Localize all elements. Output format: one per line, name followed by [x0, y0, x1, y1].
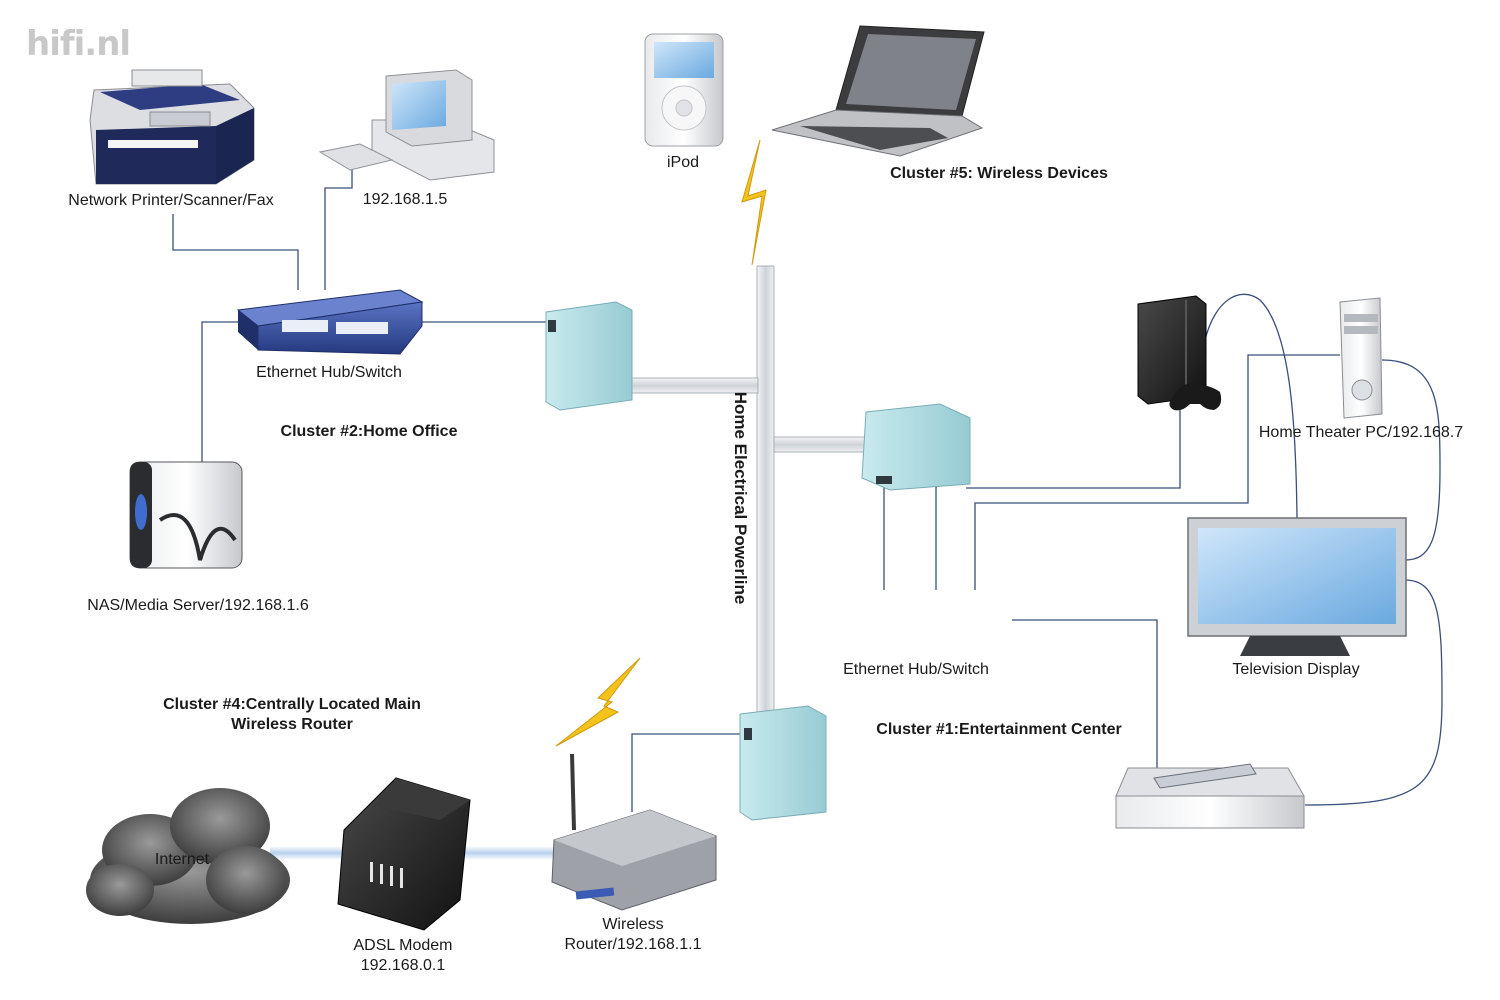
hub-icon — [236, 289, 424, 355]
wires — [172, 168, 1443, 812]
wire-hub-settop — [1012, 619, 1158, 770]
laptop-icon — [771, 25, 985, 157]
ipod-label: iPod — [666, 154, 700, 171]
printer-icon — [89, 69, 255, 185]
powerline-adapter-icon — [861, 403, 971, 491]
cluster-1-label: Cluster #1:Entertainment Center — [876, 721, 1122, 738]
lightning-icon — [555, 657, 641, 747]
hub-office-label: Ethernet Hub/Switch — [256, 364, 402, 381]
router-label-line2: Router/192.168.1.1 — [564, 936, 702, 953]
powerline-adapter-icon — [545, 301, 633, 411]
wire-adapter-console — [966, 400, 1181, 489]
wire-hub-htpc — [974, 354, 1340, 590]
lightning-icon — [741, 139, 767, 266]
wire-htpc-tv — [1381, 359, 1441, 561]
ipod-icon — [644, 33, 724, 147]
powerline-adapter-icon — [739, 705, 827, 821]
wire-console-tv — [1204, 293, 1298, 521]
wire-printer-hub — [172, 214, 299, 290]
cable-modem-router — [460, 846, 560, 860]
cable-internet-modem — [270, 846, 360, 860]
powerline — [627, 265, 875, 717]
tv-label: Television Display — [1232, 661, 1360, 678]
desktop-icon — [318, 69, 495, 181]
wire-nas-hub — [201, 321, 240, 470]
wire-tv-settop — [1304, 579, 1443, 806]
nas-label: NAS/Media Server/192.168.1.6 — [87, 597, 309, 614]
modem-label-line2: 192.168.0.1 — [360, 957, 446, 974]
cluster-5-label: Cluster #5: Wireless Devices — [890, 165, 1108, 182]
hub-ent-label: Ethernet Hub/Switch — [843, 661, 989, 678]
cluster-4-label-line2: Wireless Router — [231, 716, 353, 733]
cluster-2-label: Cluster #2:Home Office — [280, 423, 458, 440]
wire-router-adapter — [631, 733, 742, 812]
watermark: hifi.nl — [26, 24, 131, 64]
cloud-icon — [86, 788, 290, 924]
wire-desktop-hub — [324, 168, 353, 290]
settop-box-icon — [1115, 763, 1305, 829]
printer-label: Network Printer/Scanner/Fax — [68, 192, 274, 209]
internet-label: Internet — [154, 851, 210, 868]
console-icon — [1137, 295, 1222, 411]
modem-label-line1: ADSL Modem — [353, 937, 453, 954]
modem-icon — [337, 777, 471, 931]
tv-icon — [1187, 517, 1407, 656]
router-icon — [551, 753, 717, 911]
htpc-label: Home Theater PC/192.168.7 — [1258, 424, 1464, 441]
htpc-tower-icon — [1339, 297, 1383, 419]
router-label-line1: Wireless — [602, 916, 664, 933]
desktop-label: 192.168.1.5 — [362, 191, 448, 208]
nas-icon — [129, 461, 243, 569]
cluster-4-label-line1: Cluster #4:Centrally Located Main — [163, 696, 421, 713]
powerline-label: Home Electrical Powerline — [731, 391, 750, 605]
